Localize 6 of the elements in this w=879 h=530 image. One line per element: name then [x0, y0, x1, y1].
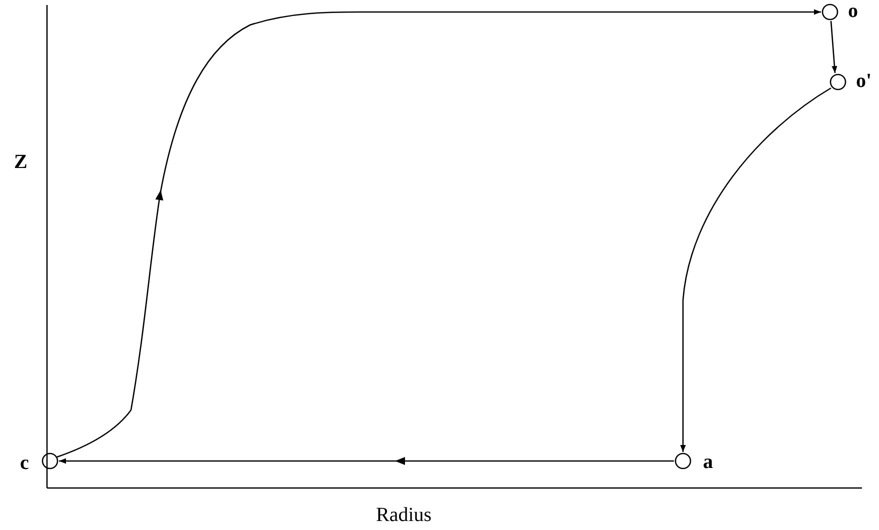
- point-label: o: [848, 1, 858, 21]
- point-label: a: [703, 452, 713, 472]
- point-label: o': [856, 71, 872, 91]
- point-label: c: [20, 453, 29, 473]
- axis-label: Radius: [376, 505, 432, 525]
- axis-label: Z: [14, 152, 28, 172]
